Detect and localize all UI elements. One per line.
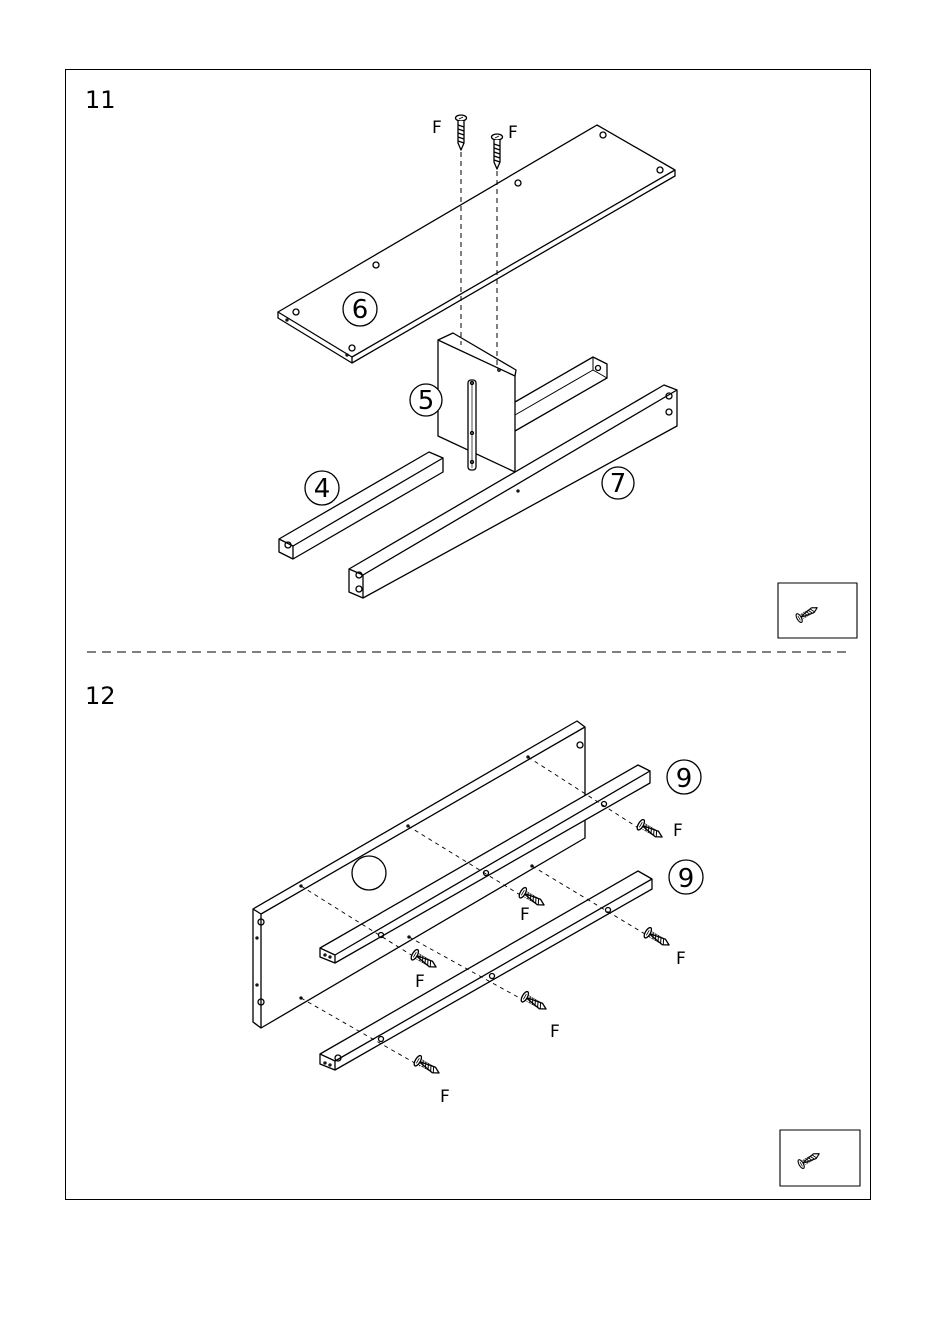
screw-icon [643, 926, 672, 950]
part-callout-7: 7 [610, 469, 627, 499]
screw-label-f-8: F [440, 1087, 450, 1107]
screw-icon [413, 1054, 442, 1078]
screw-icon [410, 948, 439, 972]
screw-label-f-1: F [432, 118, 442, 138]
screw-label-f-2: F [508, 123, 518, 143]
part-callout-4: 4 [314, 474, 331, 504]
screw-label-f-5: F [415, 972, 425, 992]
screw-f-left [456, 115, 467, 150]
part-callout-5: 5 [418, 386, 435, 416]
part-5-divider [438, 333, 516, 472]
part-6-panel [278, 125, 675, 363]
screw-label-f-4: F [520, 905, 530, 925]
part-callout-6: 6 [352, 295, 369, 325]
hardware-box-icon [780, 1130, 860, 1186]
screw-icon [636, 818, 665, 842]
hardware-box-icon [778, 583, 857, 638]
part-callout-9-lower: 9 [678, 864, 695, 894]
part-callout-empty [352, 856, 386, 890]
screw-label-f-3: F [673, 821, 683, 841]
back-rail [515, 357, 607, 431]
screw-f-right [492, 134, 503, 169]
part-callout-9-upper: 9 [676, 764, 693, 794]
screw-label-f-6: F [676, 949, 686, 969]
screw-label-f-7: F [550, 1022, 560, 1042]
screw-icon [520, 990, 549, 1014]
